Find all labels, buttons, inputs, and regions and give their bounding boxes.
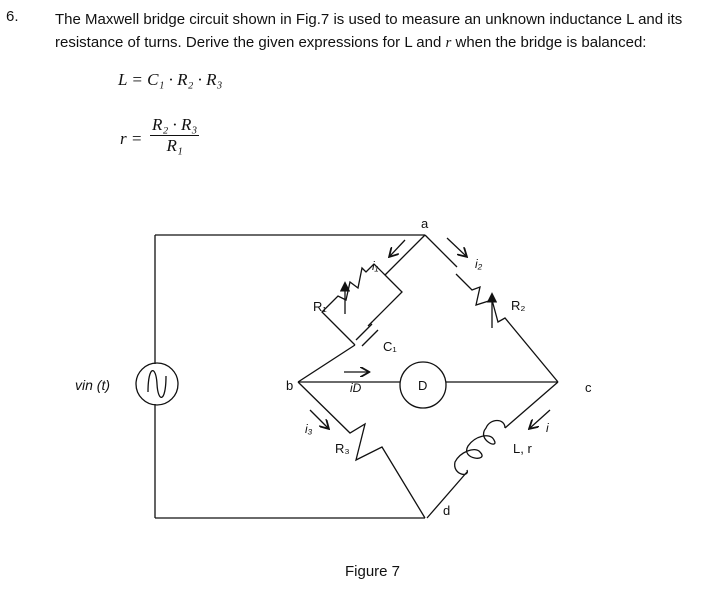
source-label: vin (t) xyxy=(75,377,110,393)
current-i1-label: i₁ xyxy=(372,259,379,273)
wire-c-inductor xyxy=(504,381,559,429)
current-arrow-i3 xyxy=(309,409,328,428)
resistor-r1-label: R₁ xyxy=(313,299,327,314)
resistor-r2-label: R₂ xyxy=(511,298,525,313)
equation-resistance-lhs: r = xyxy=(120,129,143,148)
current-arrow-i xyxy=(530,409,551,428)
detector-label: D xyxy=(418,378,427,393)
inductor-label: L, r xyxy=(513,441,532,456)
current-i2-label: i₂ xyxy=(475,257,483,271)
node-d-label: d xyxy=(443,503,450,518)
parallel-left-rail xyxy=(321,308,356,346)
equation-inductance: L = C₁ · R₂ · R₃ xyxy=(118,70,223,89)
current-iD-label: iD xyxy=(350,381,362,395)
wire-a-r2 xyxy=(424,234,458,268)
inductor-coil xyxy=(454,419,506,476)
parallel-right-rail xyxy=(372,263,403,322)
current-arrow-i1 xyxy=(390,239,406,256)
figure-caption: Figure 7 xyxy=(345,563,401,580)
wire-r1c1-b xyxy=(297,344,356,383)
current-arrow-i2 xyxy=(446,237,466,256)
wire-a-r1c1 xyxy=(384,234,426,276)
ac-source-circle xyxy=(135,362,179,406)
capacitor-c1-plate-2 xyxy=(361,329,379,347)
question-text-italic: r xyxy=(445,35,452,51)
ac-source-sine-icon xyxy=(147,370,167,398)
resistor-r3-label: R₃ xyxy=(335,441,350,456)
node-a-label: a xyxy=(421,216,429,231)
resistor-r3-zigzag xyxy=(297,381,426,519)
capacitor-c1-lead xyxy=(367,320,374,327)
resistor-r1-zigzag xyxy=(324,263,375,310)
fraction-numerator: R₂ · R₃ xyxy=(150,115,200,136)
question-number: 6. xyxy=(6,8,19,25)
node-c-label: c xyxy=(585,380,592,395)
capacitor-c1-label: C₁ xyxy=(383,339,397,354)
question-text-part1: The Maxwell bridge circuit shown in Fig.… xyxy=(55,11,683,51)
equation-resistance-fraction: R₂ · R₃ R₁ xyxy=(150,115,200,156)
question-text-part2: when the bridge is balanced: xyxy=(451,34,647,51)
current-i3-label: i₃ xyxy=(305,422,313,436)
question-text: The Maxwell bridge circuit shown in Fig.… xyxy=(55,8,700,55)
node-b-label: b xyxy=(286,378,293,393)
capacitor-c1-plate-1 xyxy=(355,323,373,341)
resistor-r2-zigzag xyxy=(455,273,559,383)
fraction-denominator: R₁ xyxy=(166,136,183,155)
wire-inductor-d xyxy=(426,471,468,519)
detector-circle xyxy=(399,361,447,409)
current-i-label: i xyxy=(546,421,549,435)
